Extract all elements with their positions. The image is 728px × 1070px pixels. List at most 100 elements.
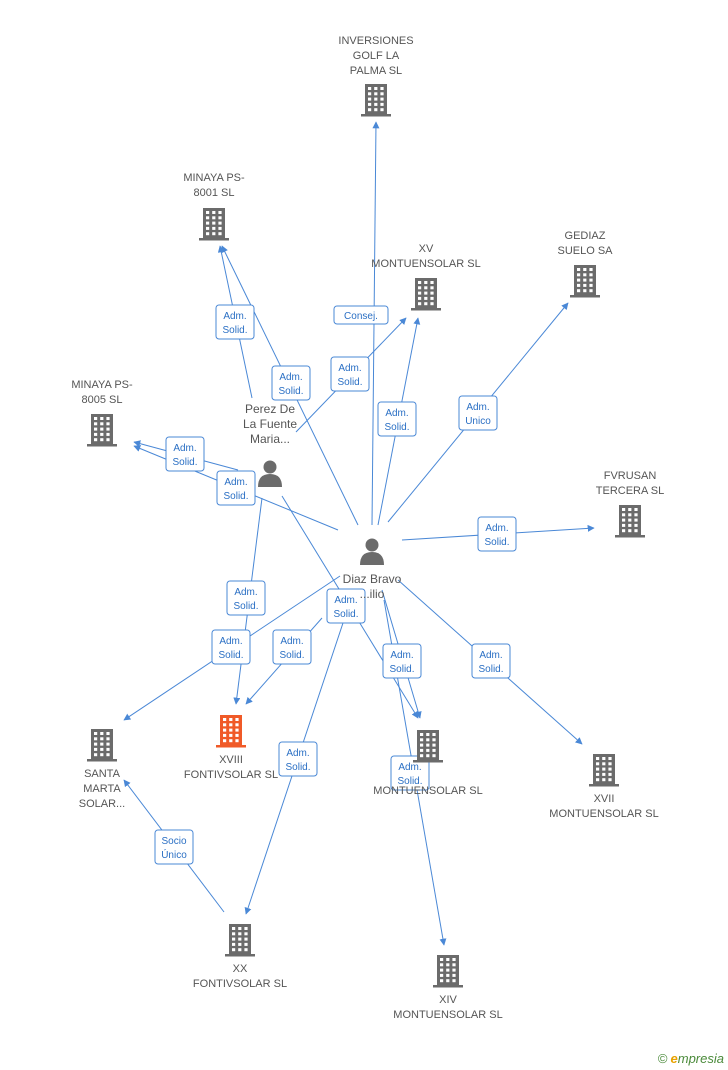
edge-label-diaz-to-gediaz[interactable]: Adm. Unico	[458, 395, 498, 431]
node-label: Maria...	[250, 432, 290, 446]
edge-label-diaz-to-fvrusan[interactable]: Adm.Solid.	[477, 516, 517, 552]
edge-label-text: Solid.	[285, 762, 310, 773]
node-label: MONTUENSOLAR SL	[393, 1009, 502, 1021]
edge-label-text: Adm.	[398, 762, 421, 773]
edge-label-text: Solid.	[337, 377, 362, 388]
edge-label-diaz-to-xx[interactable]: Adm. Solid.	[278, 741, 318, 777]
edge-label-diaz-to-xv[interactable]: Adm.Solid.	[377, 401, 417, 437]
company-node-xvi[interactable]: MONTUENSOLAR SL	[373, 730, 483, 797]
node-label: XV	[419, 243, 434, 255]
person-node-diaz[interactable]: Diaz Bravo...ilio	[343, 538, 402, 602]
edge-label-text: Solid.	[218, 650, 243, 661]
node-label: MONTUENSOLAR SL	[373, 785, 482, 797]
edge-label-text: Solid.	[278, 386, 303, 397]
edge-label-diaz-to-xvi[interactable]: Adm.Solid.	[326, 588, 366, 624]
edge-label-text: Adm.	[286, 748, 309, 759]
node-label: 8005 SL	[82, 394, 123, 406]
edge-label-text: Adm.	[385, 408, 408, 419]
edge-label-text: Adm.	[338, 363, 361, 374]
edge-label-text: Solid.	[222, 325, 247, 336]
edge-label-diaz-to-inversiones[interactable]: Consej.	[333, 305, 389, 325]
building-icon	[87, 414, 117, 447]
company-node-gediaz[interactable]: GEDIAZ SUELO SA	[557, 230, 613, 298]
node-label: La Fuente	[243, 417, 297, 431]
edge-label-text: Adm.	[334, 595, 357, 606]
node-label: INVERSIONES	[338, 35, 413, 47]
building-icon	[413, 730, 443, 763]
node-label: GEDIAZ	[565, 230, 606, 242]
empresia-watermark[interactable]: ©empresia	[658, 1051, 724, 1066]
edge-label-diaz-to-xiv[interactable]: Adm. Solid.	[390, 755, 430, 791]
edge-label-text: Solid.	[389, 664, 414, 675]
node-label: FONTIVSOLAR SL	[193, 978, 287, 990]
node-label: MINAYA PS-	[183, 172, 245, 184]
edge-label-text: Único	[161, 848, 187, 861]
edge-label-diaz-to-santamarta[interactable]: Adm. Solid.	[211, 629, 251, 665]
edge-label-diaz-to-xviii[interactable]: Adm. Solid.	[272, 629, 312, 665]
edge-label-text: Adm.	[390, 650, 413, 661]
building-icon	[87, 729, 117, 762]
node-label: GOLF LA	[353, 50, 400, 62]
edge-label-text: Adm.	[485, 523, 508, 534]
brand-initial: e	[670, 1051, 678, 1066]
edge-label-text: Adm.	[466, 402, 489, 413]
edge-label-diaz-to-minaya8001[interactable]: Adm. Solid.	[271, 365, 311, 401]
building-icon	[199, 208, 229, 241]
edge-label-text: Adm.	[280, 636, 303, 647]
edge-label-perez-to-xv[interactable]: Adm. Solid.	[330, 356, 370, 392]
node-label: XIV	[439, 994, 457, 1006]
node-label: XVII	[594, 793, 615, 805]
node-label: XX	[233, 963, 248, 975]
building-icon	[615, 505, 645, 538]
edge-label-perez-to-minaya8005[interactable]: Adm.Solid.	[165, 436, 205, 472]
company-node-minaya8005[interactable]: MINAYA PS- 8005 SL	[71, 379, 133, 447]
edges-layer	[123, 121, 595, 946]
node-label: TERCERA SL	[596, 485, 664, 497]
edge-label-text: Solid.	[397, 776, 422, 787]
node-label: SOLAR...	[79, 798, 125, 810]
node-label: ...ilio	[360, 587, 385, 601]
edge-label-perez-to-xviii[interactable]: Adm.Solid.	[226, 580, 266, 616]
brand-name: mpresia	[677, 1051, 724, 1066]
building-icon	[225, 924, 255, 957]
edge-label-text: Solid.	[279, 650, 304, 661]
edge-label-text: Adm.	[223, 311, 246, 322]
copyright-symbol: ©	[657, 1051, 668, 1066]
company-node-fvrusan[interactable]: FVRUSAN TERCERA SL	[596, 470, 664, 538]
building-icon	[433, 955, 463, 988]
node-label: MARTA	[83, 783, 121, 795]
company-node-minaya8001[interactable]: MINAYA PS-8001 SL	[183, 172, 245, 241]
edge-label-perez-to-xvi[interactable]: Adm. Solid.	[382, 643, 422, 679]
building-icon	[570, 265, 600, 298]
edge-label-text: Adm.	[234, 587, 257, 598]
edge-label-text: Solid.	[223, 491, 248, 502]
edge-label-text: Unico	[465, 416, 491, 427]
node-label: MINAYA PS-	[71, 379, 133, 391]
edge-label-perez-to-minaya8001[interactable]: Adm. Solid.	[215, 304, 255, 340]
building-icon	[589, 754, 619, 787]
building-icon	[411, 278, 441, 311]
node-label: SUELO SA	[557, 245, 613, 257]
company-node-xx[interactable]: XX FONTIVSOLAR SL	[193, 924, 287, 990]
company-node-xiv[interactable]: XIV MONTUENSOLAR SL	[393, 955, 503, 1021]
node-label: FONTIVSOLAR SL	[184, 769, 278, 781]
building-icon	[361, 84, 391, 117]
node-label: SANTA	[84, 768, 121, 780]
node-label: FVRUSAN	[604, 470, 657, 482]
node-label: Perez De	[245, 402, 295, 416]
edge-label-text: Adm.	[279, 372, 302, 383]
edge-label-text: Adm.	[479, 650, 502, 661]
building-icon	[216, 715, 246, 748]
edge-label-diaz-to-xvii[interactable]: Adm.Solid.	[471, 643, 511, 679]
edge-label-text: Consej.	[344, 311, 378, 322]
company-node-santamarta[interactable]: SANTA MARTA SOLAR...	[79, 729, 125, 810]
edge-label-text: Adm.	[219, 636, 242, 647]
edge-label-text: Socio	[161, 836, 186, 847]
edge-label-diaz-to-minaya8005[interactable]: Adm.Solid.	[216, 470, 256, 506]
